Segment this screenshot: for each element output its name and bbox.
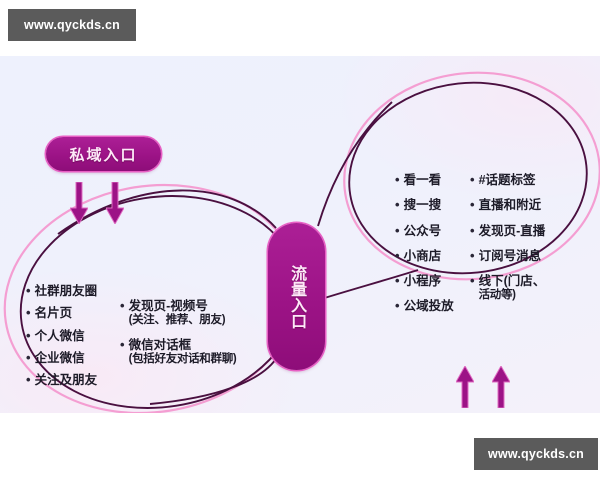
bullet-icon: • (470, 197, 475, 213)
list-item-label: #话题标签 (478, 173, 536, 187)
list-item-label: 发现页-视频号 (128, 299, 208, 313)
right-ellipse-inner (348, 81, 588, 275)
arrow-down-icon (70, 182, 88, 224)
list-item-label: 搜一搜 (403, 198, 442, 213)
list-item-label: 直播和附近 (478, 198, 542, 213)
arrow-down-icon (106, 182, 124, 224)
bullet-icon: • (395, 298, 400, 314)
connector-right-bottom (317, 269, 419, 301)
list-item-label: 个人微信 (34, 328, 85, 343)
bullet-icon: • (470, 222, 475, 238)
connector-right-top (317, 101, 393, 227)
list-item[interactable]: • 公域投放 (395, 298, 454, 314)
diagram-shape-layer (3, 71, 600, 413)
list-item-label: 公域投放 (403, 299, 454, 314)
bullet-icon: • (470, 172, 475, 187)
list-item-label: 社群朋友圈 (34, 284, 98, 298)
list-item[interactable]: • 公众号 (395, 222, 454, 238)
list-item-body: 发现页-视频号 (关注、推荐、朋友) (129, 299, 226, 326)
list-item[interactable]: • 个人微信 (26, 327, 97, 343)
list-item-label: 看一看 (403, 173, 442, 187)
bullet-icon: • (470, 273, 475, 289)
watermark-url-text: www.qyckds.cn (24, 18, 120, 32)
bullet-icon: • (26, 327, 31, 343)
list-item-label: 名片页 (34, 306, 73, 321)
list-item-label: 小程序 (403, 274, 442, 289)
bullet-icon: • (120, 337, 125, 353)
private-domain-list-column-a: • 社群朋友圈 • 名片页 • 个人微信 • 企业微信 • 关注及朋友 (26, 283, 98, 395)
bullet-icon: • (395, 273, 400, 289)
node-private-entry[interactable]: 私域入口 (46, 137, 161, 171)
list-item[interactable]: • 发现页-直播 (470, 222, 546, 238)
connector-left-top (57, 189, 277, 235)
list-item[interactable]: • 搜一搜 (395, 197, 454, 213)
list-item-body: 线下(门店、 活动等) (479, 274, 546, 301)
list-item-label: 微信对话框 (128, 338, 192, 353)
private-domain-list-column-b: • 发现页-视频号 (关注、推荐、朋友) • 微信对话框 (包括好友对话和群聊) (120, 298, 237, 377)
bullet-icon: • (26, 283, 31, 298)
list-item[interactable]: • 订阅号消息 (470, 247, 545, 263)
node-traffic-entry-label: 流量入口 (288, 264, 306, 329)
public-domain-list-column-b: • #话题标签 • 直播和附近 • 发现页-直播 • 订阅号消息 • 线下(门店… (470, 172, 546, 312)
list-item[interactable]: • 名片页 (26, 305, 97, 321)
list-item[interactable]: • #话题标签 (470, 172, 545, 187)
bullet-icon: • (395, 222, 400, 238)
list-item-label: 发现页-直播 (478, 223, 546, 238)
watermark-url-badge-bottom: www.qyckds.cn (474, 438, 598, 470)
bullet-icon: • (26, 305, 31, 321)
list-item-label: 公众号 (403, 223, 442, 238)
list-item[interactable]: • 关注及朋友 (26, 372, 98, 388)
bullet-icon: • (395, 172, 400, 187)
list-item[interactable]: • 看一看 (395, 172, 454, 187)
list-item-label: 小商店 (403, 248, 442, 263)
list-item[interactable]: • 微信对话框 (包括好友对话和群聊) (120, 337, 237, 365)
list-item-body: 微信对话框 (包括好友对话和群聊) (129, 338, 237, 365)
list-item[interactable]: • 线下(门店、 活动等) (470, 273, 546, 301)
right-ellipse-outer (343, 71, 600, 281)
arrow-up-icon (492, 366, 510, 408)
list-item[interactable]: • 企业微信 (26, 349, 97, 365)
list-item[interactable]: • 直播和附近 (470, 197, 545, 213)
connector-left-bottom (149, 355, 279, 405)
watermark-url-text: www.qyckds.cn (488, 447, 584, 461)
list-item[interactable]: • 小程序 (395, 273, 454, 289)
list-item[interactable]: • 社群朋友圈 (26, 283, 98, 298)
diagram-panel: 私域入口 流量入口 公域入口 • 社群朋友圈 • 名片页 • 个人微信 • (0, 56, 600, 413)
bullet-icon: • (395, 247, 400, 263)
bullet-icon: • (470, 247, 475, 263)
arrow-up-icon (456, 366, 474, 408)
list-item[interactable]: • 发现页-视频号 (关注、推荐、朋友) (120, 298, 236, 326)
list-item-sublabel: 活动等) (478, 289, 516, 302)
node-traffic-entry[interactable]: 流量入口 (268, 223, 325, 370)
list-item-label: 线下(门店、 (478, 274, 546, 289)
public-domain-list-column-a: • 看一看 • 搜一搜 • 公众号 • 小商店 • 小程序 • 公域投放 (395, 172, 454, 325)
list-item-label: 企业微信 (34, 350, 85, 365)
node-private-entry-label: 私域入口 (69, 146, 138, 164)
list-item-label: 订阅号消息 (478, 248, 542, 263)
bullet-icon: • (26, 349, 31, 365)
list-item-sublabel: (关注、推荐、朋友) (128, 314, 226, 327)
list-item-sublabel: (包括好友对话和群聊) (128, 353, 237, 366)
bullet-icon: • (120, 298, 125, 313)
watermark-url-badge-top: www.qyckds.cn (8, 9, 136, 41)
list-item[interactable]: • 小商店 (395, 247, 454, 263)
bullet-icon: • (395, 197, 400, 213)
list-item-label: 关注及朋友 (34, 373, 98, 388)
bullet-icon: • (26, 372, 31, 388)
